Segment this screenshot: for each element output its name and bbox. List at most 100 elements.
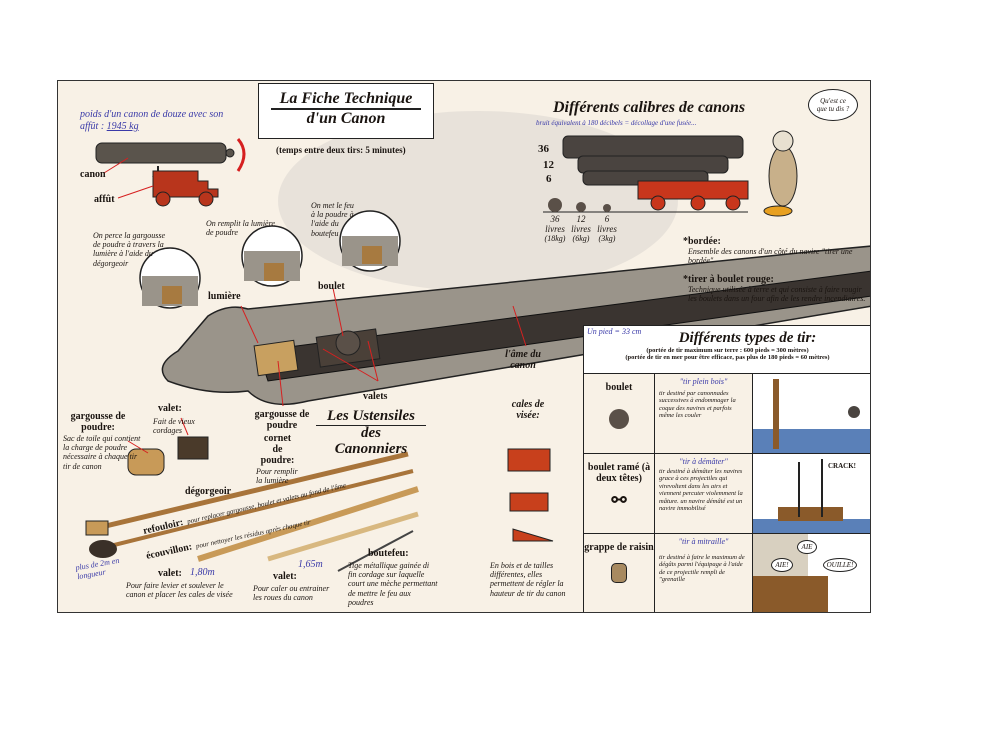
- calibres-note: bruit équivalent à 180 décibels = décoll…: [536, 119, 697, 127]
- definition-bordee: *bordée: Ensemble des canons d'un côté d…: [683, 236, 868, 265]
- label-ame: l'âme du canon: [505, 349, 541, 371]
- grapeshot-illustration: AIE! AIE OUILLE!: [753, 534, 870, 612]
- definition-boulet-rouge: *tirer à boulet rouge: Technique utilisé…: [683, 274, 868, 303]
- tir-range-land: (portée de tir maximum sur terre : 600 p…: [646, 347, 809, 354]
- label-boulet: boulet: [318, 281, 345, 292]
- rotation-arrow-icon: [236, 138, 246, 172]
- shot-name: grappe de raisin: [584, 542, 654, 553]
- step-circle-3: [339, 210, 401, 272]
- ball-kg: (18kg): [544, 233, 566, 243]
- label-boutefeu: boutefeu:: [368, 548, 409, 559]
- cannon-cross-section: [161, 245, 870, 406]
- ball-unit: livres: [571, 223, 591, 234]
- ustensiles-title-3: Canonniers: [334, 440, 408, 457]
- hull-hit-illustration: [753, 374, 870, 453]
- dismasting-illustration: CRACK!: [753, 454, 870, 533]
- cannonball-icon: [609, 409, 629, 429]
- label-gargousse: gargousse de poudre: [254, 409, 310, 431]
- label-valet-2: valet:: [158, 568, 182, 579]
- powder-charge: [253, 339, 299, 377]
- calibre-36: 36: [538, 143, 549, 155]
- ball-n: 12: [576, 214, 586, 224]
- ball-kg: (6kg): [572, 233, 590, 243]
- gargousse-desc: Sac de toile qui contient la charge de p…: [63, 434, 141, 471]
- rope-wad: [177, 436, 209, 460]
- definition-text: Technique utilisée à terre et qui consis…: [688, 285, 866, 304]
- step-3-text: On met le feu à la poudre à l'aide du bo…: [311, 201, 354, 238]
- definition-term: *bordée:: [683, 236, 721, 247]
- sfx-bubble: OUILLE!: [823, 558, 857, 572]
- calibre-12: 12: [543, 159, 554, 171]
- definition-text: Ensemble des canons d'un côté du navire …: [688, 247, 853, 266]
- definition-term: *tirer à boulet rouge:: [683, 274, 774, 285]
- label-affut: affût: [94, 194, 115, 205]
- label-cornet: cornet de poudre:: [260, 433, 295, 466]
- label-valet-1: valet:: [158, 403, 182, 414]
- valet-3-desc: Pour caler ou entrainer les roues du can…: [253, 584, 330, 603]
- pointer-line: [117, 185, 154, 199]
- ustensiles-title-2: des: [361, 424, 381, 441]
- calibres-title: Différents calibres de canons: [553, 99, 746, 116]
- table-row: boulet ramé (à deux têtes)⚯ "tir à démât…: [584, 453, 870, 533]
- valet-3-length: 1,65m: [298, 559, 323, 570]
- label-valets: valets: [363, 391, 388, 402]
- boutefeu-desc: Tige métallique gainée di fin cordage su…: [348, 561, 438, 607]
- page-title: La Fiche Technique d'un Canon: [258, 83, 434, 139]
- speech-bubble: Qu'est ce que tu dis ?: [808, 89, 858, 121]
- tir-range-sea: (portée de tir en mer pour être efficace…: [625, 354, 830, 361]
- illustrations: [85, 111, 870, 572]
- sfx-crack: CRACK!: [828, 462, 856, 470]
- label-cales: cales de visée:: [511, 399, 545, 421]
- ball-n: 6: [604, 214, 610, 224]
- pirate-bird-character: [763, 130, 798, 217]
- shot-types-table: Un pied = 33 cm Différents types de tir:…: [583, 325, 870, 612]
- grapeshot-icon: [611, 563, 627, 583]
- ustensiles-title-1: Les Ustensiles: [316, 408, 426, 426]
- calibre-cannons: [543, 135, 749, 213]
- label-valet-3: valet:: [273, 571, 297, 582]
- label-lumiere: lumière: [208, 291, 241, 302]
- shot-desc: tir destiné par canonnades successives à…: [659, 390, 736, 420]
- valet-2-length: 1,80m: [190, 567, 215, 578]
- ball-n: 36: [550, 214, 560, 224]
- table-row: boulet "tir plein bois" tir destiné par c…: [584, 373, 870, 453]
- aiming-wedges: [507, 448, 554, 542]
- ball-unit: livres: [545, 223, 565, 234]
- title-line-2: d'un Canon: [306, 110, 386, 127]
- title-line-1: La Fiche Technique: [271, 90, 421, 110]
- calibre-6: 6: [546, 173, 552, 185]
- valet-1-desc: Fait de vieux cordages: [153, 417, 195, 436]
- shot-type: "tir à mitraille": [678, 537, 729, 546]
- sfx-bubble: AIE: [797, 540, 817, 554]
- ball-kg: (3kg): [598, 233, 616, 243]
- cannonball: [335, 330, 361, 356]
- label-degorgeoir: dégorgeoir: [185, 486, 232, 497]
- ball-unit: livres: [597, 223, 617, 234]
- shot-name: boulet ramé (à deux têtes): [587, 462, 651, 484]
- tir-title: Différents types de tir:: [678, 330, 817, 346]
- cannon-barrel-illustration: [95, 142, 235, 164]
- cannon-fact-sheet: poids d'un canon de douze avec son affût…: [57, 80, 871, 613]
- step-1-text: On perce la gargousse de poudre à traver…: [93, 231, 166, 268]
- gun-carriage-illustration: [152, 170, 219, 207]
- table-header: Un pied = 33 cm Différents types de tir:…: [584, 326, 870, 374]
- shot-type: "tir plein bois": [679, 377, 728, 386]
- label-gargousse-tool: gargousse de poudre:: [70, 411, 126, 433]
- shot-desc: tir destiné à démâter les navires grace …: [659, 468, 743, 513]
- table-row: grappe de raisin "tir à mitraille"tir de…: [584, 533, 870, 612]
- shot-name: boulet: [605, 382, 633, 393]
- step-circle-2: [241, 225, 303, 287]
- pointer-line: [103, 157, 129, 174]
- weight-note-value: 1945 kg: [106, 121, 139, 132]
- subtitle: (temps entre deux tirs: 5 minutes): [276, 145, 406, 155]
- weight-note: poids d'un canon de douze avec son affût…: [80, 109, 240, 133]
- shot-type: "tir à démâter": [679, 457, 728, 466]
- cornet-desc: Pour remplir la lumière: [256, 467, 298, 486]
- step-2-text: On remplit la lumière de poudre: [206, 219, 275, 238]
- cales-desc: En bois et de tailles différentes, elles…: [490, 561, 566, 598]
- ustensiles-title: Les Ustensiles des Canonniers: [316, 408, 426, 457]
- valet-2-desc: Pour faire levier et soulever le canon e…: [126, 581, 233, 600]
- powder-bag: [127, 448, 165, 476]
